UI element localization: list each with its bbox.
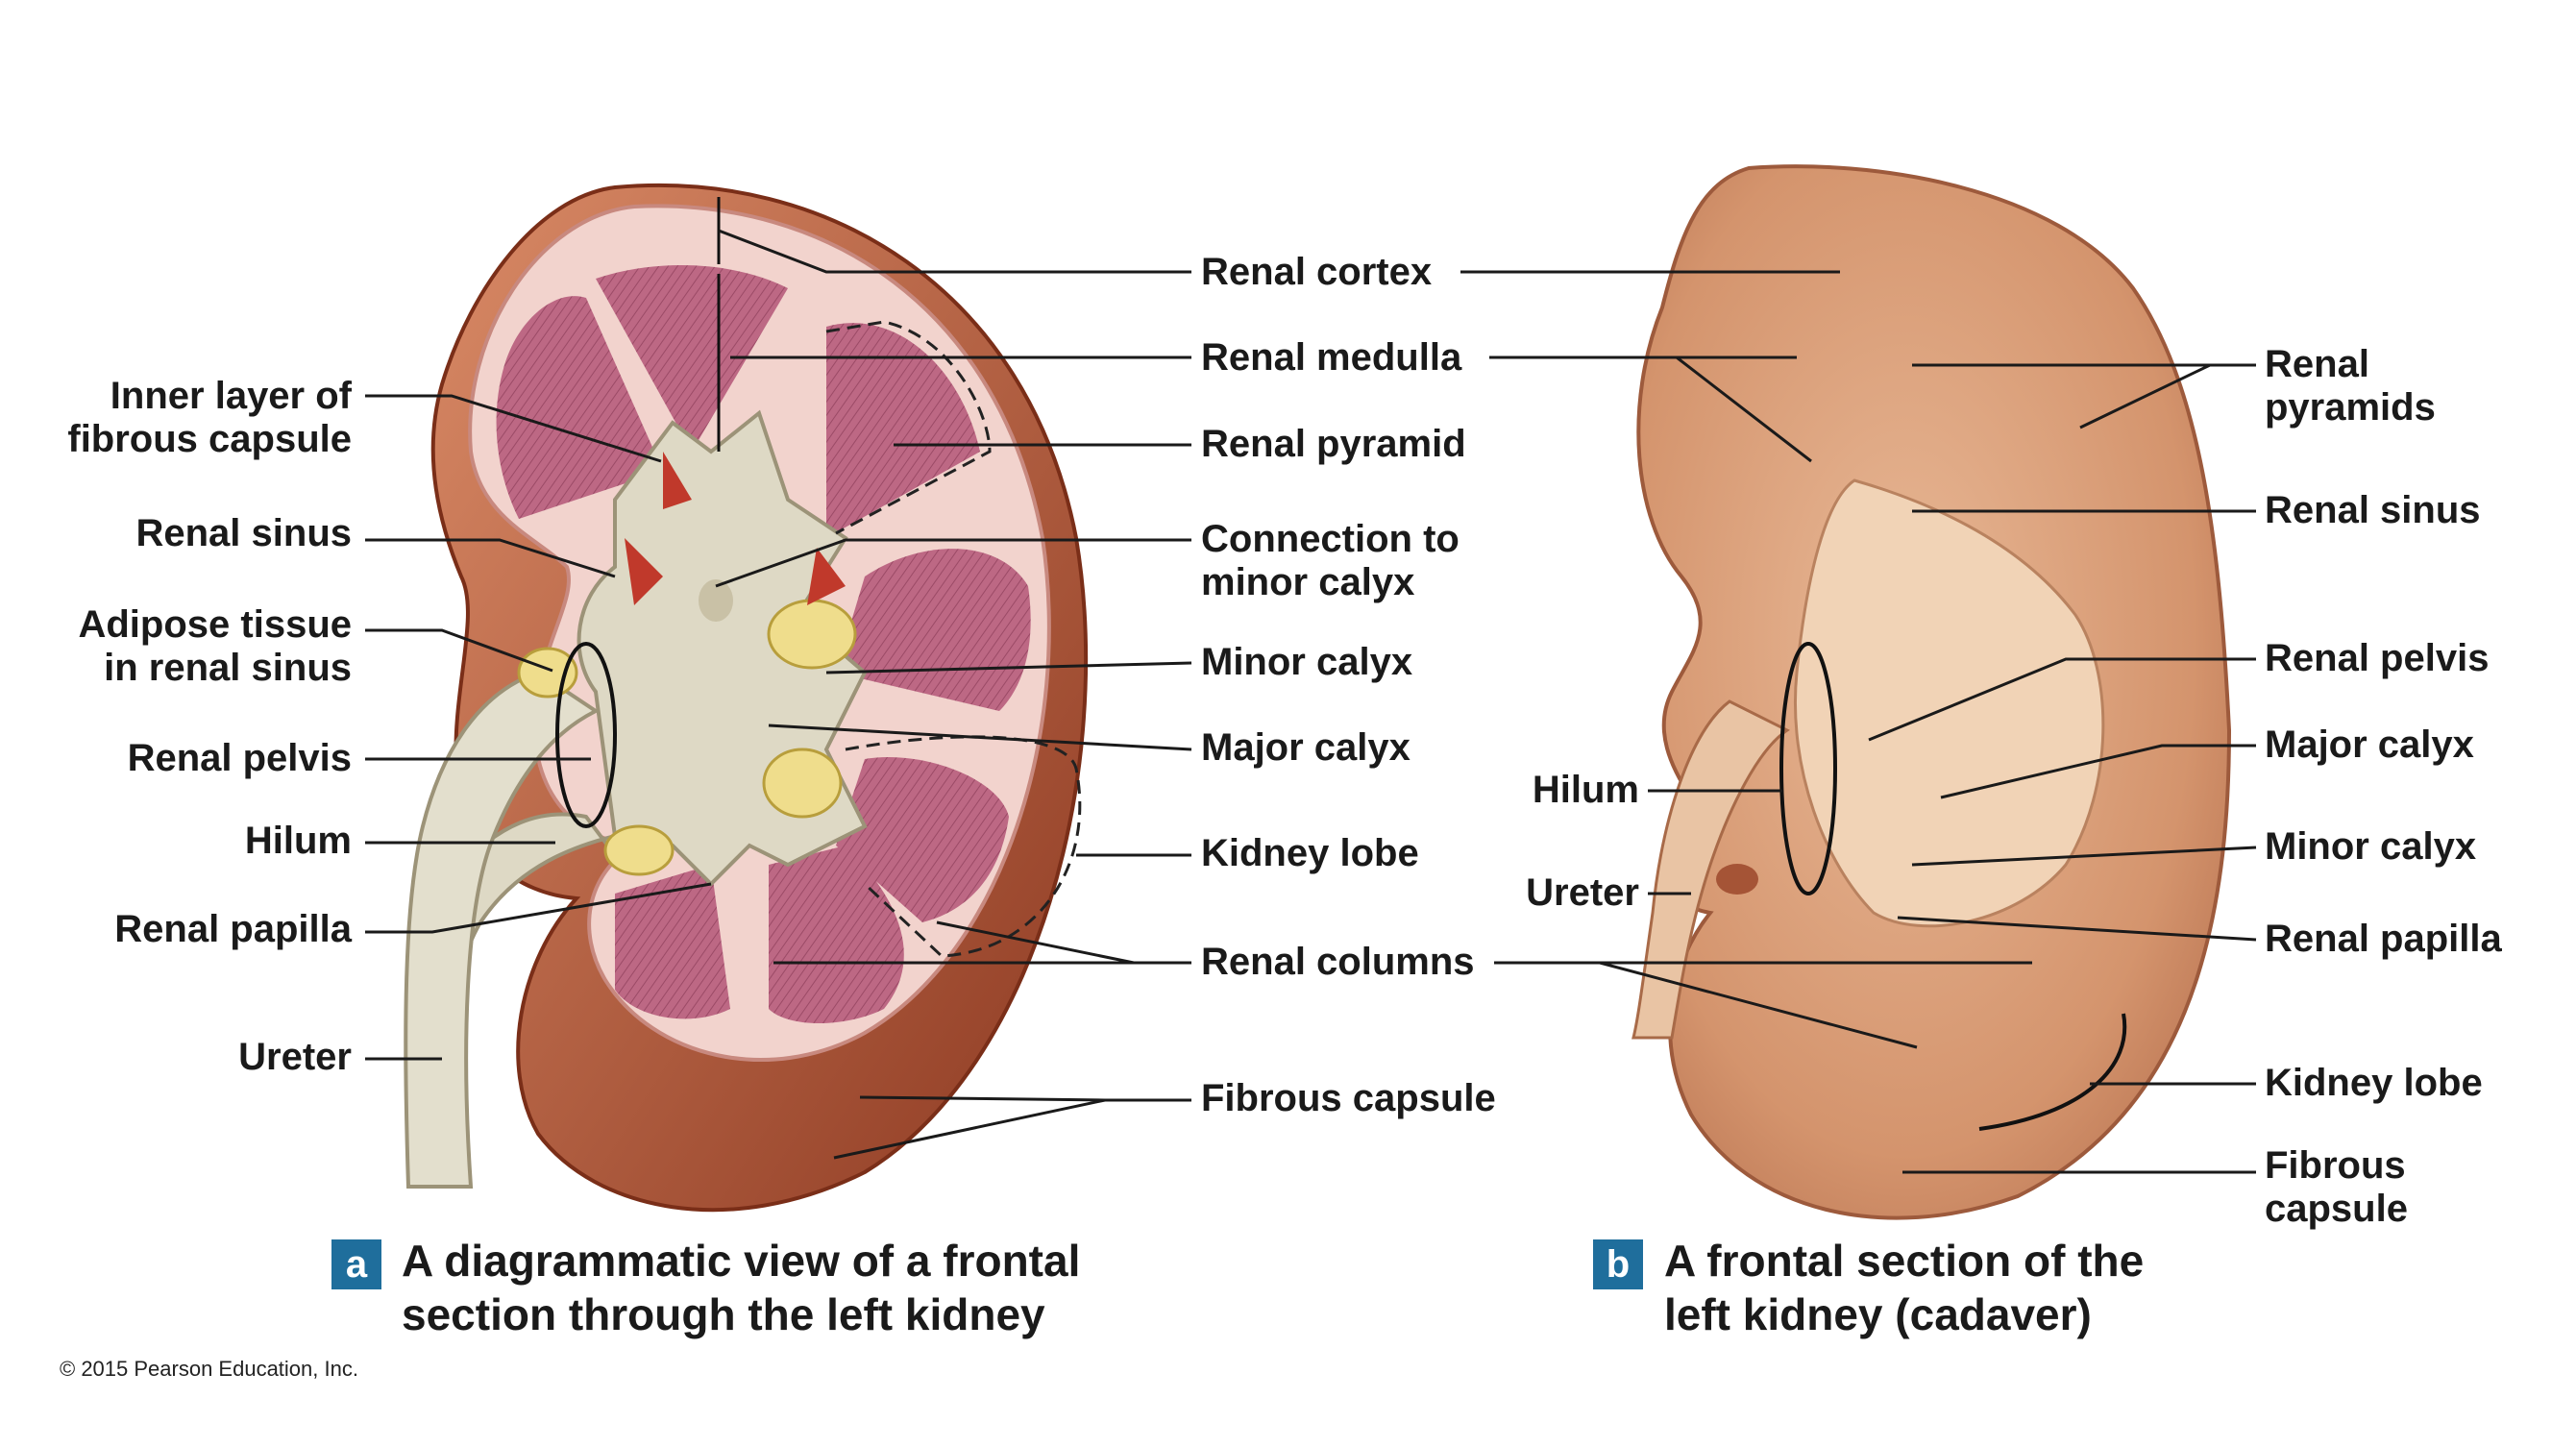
cadaver-ureter-lumen xyxy=(1716,864,1758,895)
label-adipose-tissue: Adipose tissue in renal sinus xyxy=(78,603,352,690)
label-renal-sinus: Renal sinus xyxy=(135,512,352,554)
sinus-vessel xyxy=(807,548,846,605)
label-renal-pelvis: Renal pelvis xyxy=(127,737,352,779)
label-renal-pyramids: Renal pyramids xyxy=(2265,343,2436,429)
sinus-vessel xyxy=(625,538,663,605)
label-hilum-b: Hilum xyxy=(1532,769,1639,811)
label-ureter-b: Ureter xyxy=(1526,871,1639,914)
adipose-fat xyxy=(762,748,843,819)
leader-line xyxy=(1940,744,2256,799)
leader-line xyxy=(365,882,712,934)
label-renal-medulla: Renal medulla xyxy=(1201,336,1462,379)
label-hilum: Hilum xyxy=(244,820,352,862)
minor-calyx-connection xyxy=(699,579,733,622)
leader-lines xyxy=(365,229,2257,1174)
panel-a-badge: a xyxy=(331,1239,381,1289)
cadaver-ureter xyxy=(1631,699,1790,1040)
pyramid-shape xyxy=(836,757,1009,922)
label-major-calyx: Major calyx xyxy=(1201,726,1411,769)
cadaver-hilum-ring xyxy=(1779,642,1837,895)
label-renal-columns: Renal columns xyxy=(1201,941,1475,983)
label-fibrous-capsule-b: Fibrous capsule xyxy=(2265,1144,2408,1231)
label-kidney-lobe: Kidney lobe xyxy=(1201,832,1419,874)
leader-line xyxy=(365,538,616,578)
caption-line: A frontal section of the xyxy=(1664,1236,2145,1286)
leader-line xyxy=(365,394,662,463)
adipose-fat xyxy=(517,647,578,699)
pyramid-shape xyxy=(596,265,788,452)
label-renal-cortex: Renal cortex xyxy=(1201,251,1433,293)
label-line: pyramids xyxy=(2265,386,2436,429)
caption-line: left kidney (cadaver) xyxy=(1664,1289,2092,1339)
copyright-notice: © 2015 Pearson Education, Inc. xyxy=(60,1357,358,1381)
panel-b-badge: b xyxy=(1593,1239,1643,1289)
label-renal-papilla-b: Renal papilla xyxy=(2265,918,2502,960)
hilum-ring xyxy=(555,642,617,828)
label-major-calyx-b: Major calyx xyxy=(2265,724,2474,766)
leader-line xyxy=(859,1095,1106,1102)
label-line: Inner layer of xyxy=(110,375,352,417)
leader-line xyxy=(1911,846,2257,867)
label-renal-sinus-b: Renal sinus xyxy=(2265,489,2481,531)
leader-line xyxy=(1897,916,2257,942)
label-renal-pyramid: Renal pyramid xyxy=(1201,423,1466,465)
leader-line xyxy=(718,229,1191,274)
sinus-vessel xyxy=(663,452,692,509)
pyramid-shape xyxy=(615,865,730,1019)
leader-line xyxy=(825,661,1192,674)
adipose-fat xyxy=(767,599,857,670)
panel-b-caption: A frontal section of the left kidney (ca… xyxy=(1664,1234,2144,1341)
label-line: Fibrous xyxy=(2265,1144,2406,1187)
caption-line: section through the left kidney xyxy=(402,1289,1045,1339)
label-line: Connection to xyxy=(1201,518,1460,560)
panel-a-caption: A diagrammatic view of a frontal section… xyxy=(402,1234,1080,1341)
label-minor-calyx: Minor calyx xyxy=(1201,641,1413,683)
label-kidney-lobe-b: Kidney lobe xyxy=(2265,1062,2483,1104)
leader-line xyxy=(1868,657,2256,742)
cadaver-kidney xyxy=(1631,164,2232,1220)
label-line: minor calyx xyxy=(1201,561,1415,603)
adipose-fat xyxy=(603,824,675,876)
leader-line xyxy=(715,538,1191,588)
label-renal-pelvis-b: Renal pelvis xyxy=(2265,637,2490,679)
caption-line: A diagrammatic view of a frontal xyxy=(402,1236,1081,1286)
cadaver-sinus xyxy=(1793,478,2105,928)
pyramid-shape xyxy=(826,323,980,538)
label-minor-calyx-b: Minor calyx xyxy=(2265,825,2477,868)
cadaver-kidney-lobe-bracket xyxy=(1978,1013,2127,1131)
label-renal-papilla: Renal papilla xyxy=(114,908,352,950)
ureter-shape xyxy=(404,670,600,1189)
pyramid-shape xyxy=(496,296,663,519)
label-line: capsule xyxy=(2265,1188,2408,1230)
leader-line xyxy=(365,628,553,673)
label-line: in renal sinus xyxy=(104,647,352,689)
leader-line xyxy=(768,724,1192,751)
label-line: Renal xyxy=(2265,343,2369,385)
label-fibrous-capsule: Fibrous capsule xyxy=(1201,1077,1496,1119)
diagram-kidney xyxy=(404,183,1089,1213)
label-connection-minor-calyx: Connection to minor calyx xyxy=(1201,518,1460,604)
label-inner-layer-fibrous-capsule: Inner layer of fibrous capsule xyxy=(67,375,352,461)
kidney-lobe-outline xyxy=(825,320,992,535)
label-ureter: Ureter xyxy=(238,1036,352,1078)
label-line: fibrous capsule xyxy=(67,418,352,460)
label-line: Adipose tissue xyxy=(78,603,352,646)
